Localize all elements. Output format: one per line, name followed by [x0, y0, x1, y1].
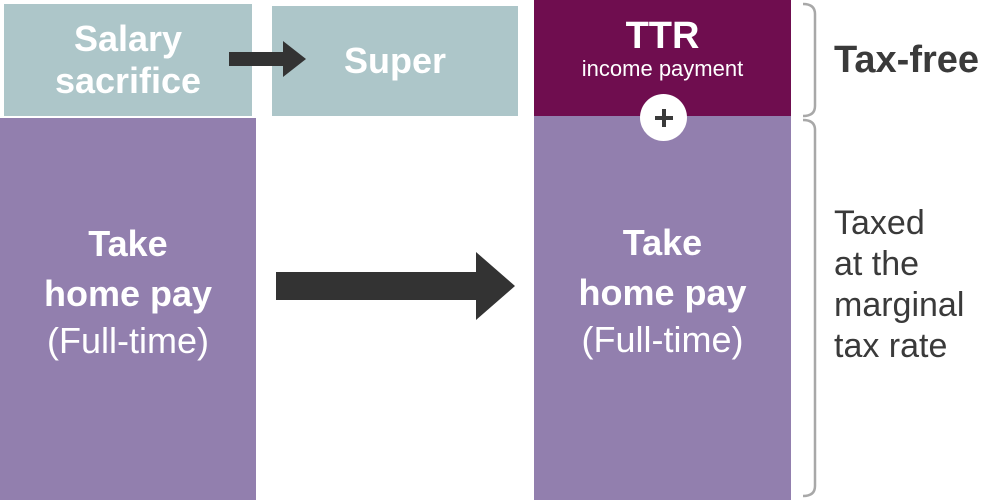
big-arrow-icon	[276, 252, 515, 320]
ttr-subtitle: income payment	[581, 56, 744, 81]
taxed-label: Taxed at the marginal tax rate	[834, 203, 964, 367]
super-box: Super	[272, 6, 518, 116]
plus-icon	[654, 108, 673, 127]
take-home-pay-right-box: Take home pay (Full-time)	[534, 116, 791, 500]
taxed-label-line1: Taxed	[834, 204, 925, 242]
take-home-right-line2: home pay	[578, 272, 747, 313]
taxed-label-line4: tax rate	[834, 327, 948, 365]
tax-free-bracket	[802, 2, 817, 118]
take-home-left-line2: home pay	[43, 273, 213, 314]
salary-sacrifice-line1: Salary	[73, 18, 183, 59]
tax-free-label: Tax-free	[834, 39, 980, 81]
ttr-title: TTR	[625, 15, 700, 57]
taxed-bracket	[802, 118, 817, 498]
take-home-left-line1: Take	[88, 223, 168, 264]
taxed-label-line2: at the	[834, 245, 920, 283]
small-arrow-icon	[229, 41, 306, 77]
take-home-right-line3: (Full-time)	[581, 319, 744, 360]
plus-badge	[640, 94, 687, 141]
taxed-label-line3: marginal	[834, 286, 965, 324]
super-label: Super	[343, 40, 447, 81]
take-home-pay-left-box: Take home pay (Full-time)	[0, 118, 256, 500]
salary-sacrifice-box: Salary sacrifice	[4, 4, 252, 116]
take-home-right-line1: Take	[622, 222, 703, 263]
salary-sacrifice-line2: sacrifice	[54, 60, 202, 101]
take-home-left-line3: (Full-time)	[47, 320, 209, 361]
